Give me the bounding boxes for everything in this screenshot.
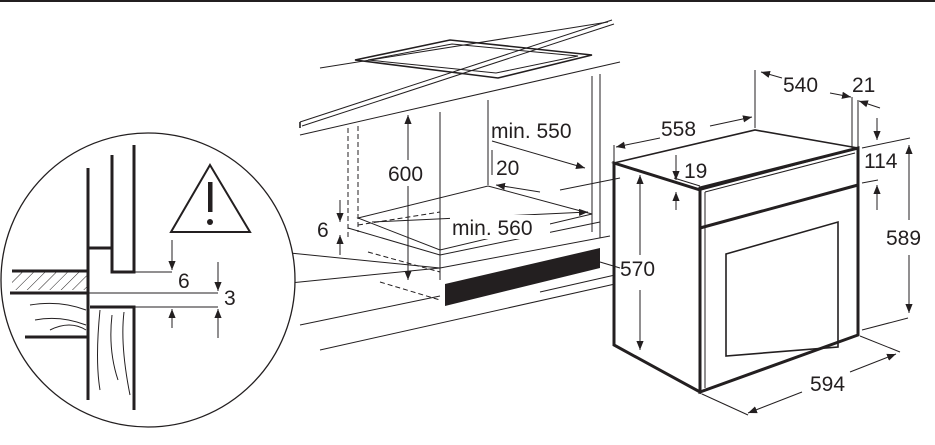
detail-callout: 6 3 (0, 132, 441, 428)
control-panel-height-label: 114 (864, 150, 898, 173)
oven-top-width-label: 558 (661, 118, 696, 141)
top-offset-label: 19 (684, 160, 707, 183)
warning-triangle-icon (169, 163, 252, 233)
front-thickness-label: 21 (852, 74, 875, 97)
bottom-gap-label: 6 (317, 219, 329, 242)
cabinet-dimensions: 600 min. 550 20 min. 560 6 (317, 115, 589, 280)
cabinet-depth-min-label: min. 550 (491, 120, 572, 143)
cabinet-width-min-label: min. 560 (452, 217, 533, 240)
oven-depth-label: 540 (783, 74, 818, 97)
body-height-label: 570 (620, 258, 655, 281)
oven-dimensions: 540 21 558 19 114 589 570 594 (613, 70, 921, 416)
detail-gap-top-label: 6 (178, 270, 190, 293)
front-width-label: 594 (810, 373, 845, 396)
kitchen-cabinet (299, 19, 621, 351)
overall-height-label: 589 (886, 227, 921, 250)
rear-gap-label: 20 (496, 157, 519, 180)
detail-gap-bottom-label: 3 (224, 287, 236, 310)
cabinet-height-label: 600 (388, 163, 423, 186)
